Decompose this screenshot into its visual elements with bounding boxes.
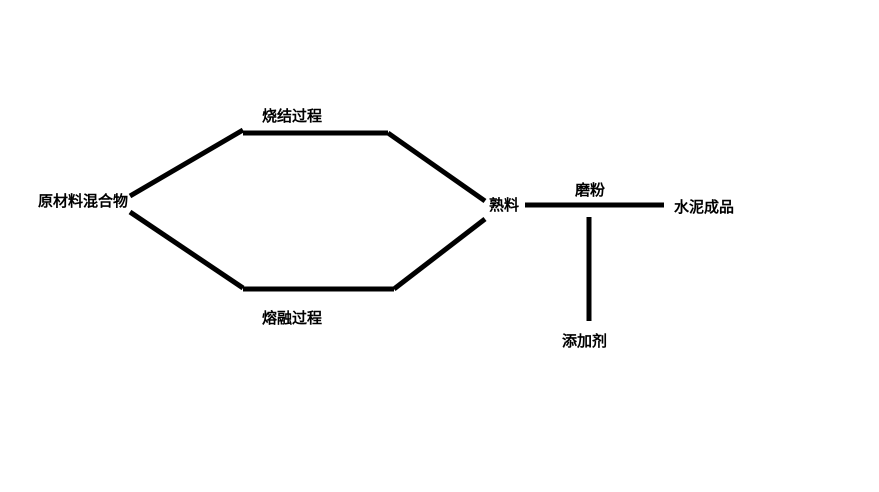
node-clinker: 熟料 (489, 196, 520, 214)
node-sintering: 烧结过程 (262, 107, 323, 125)
node-melting: 熔融过程 (262, 309, 323, 327)
line-mix-to-melting (128, 209, 245, 291)
line-mix-to-sintering (128, 127, 245, 199)
node-grinding: 磨粉 (575, 181, 606, 199)
line-melting-to-clinker (392, 217, 487, 291)
line-sintering-to-clinker (386, 130, 487, 204)
node-raw-mix: 原材料混合物 (38, 192, 129, 210)
node-cement: 水泥成品 (674, 198, 735, 216)
node-additive: 添加剂 (562, 332, 608, 350)
